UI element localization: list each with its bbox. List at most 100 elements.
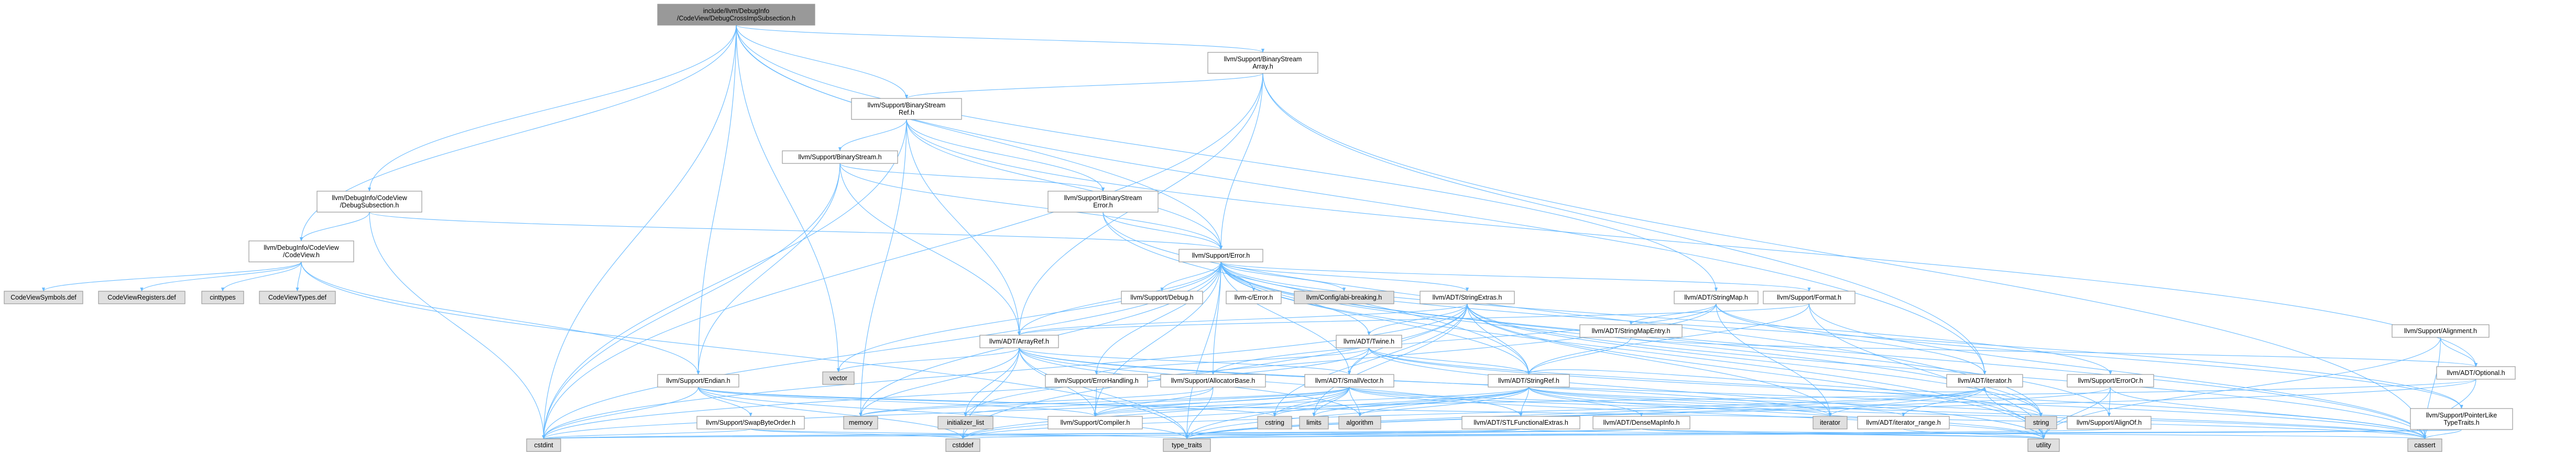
node-cerror[interactable]: llvm-c/Error.h xyxy=(1226,291,1282,304)
node-limits-label-0: limits xyxy=(1306,419,1321,426)
node-cvsym-box xyxy=(4,291,83,304)
node-dss-box xyxy=(316,191,422,213)
node-utility[interactable]: utility xyxy=(2027,438,2060,452)
edge-bsa-to-cstdint xyxy=(542,73,1263,439)
edge-dss-to-cv xyxy=(299,212,370,241)
node-errorcxx[interactable]: llvm/Support/ErrorOr.h xyxy=(2067,374,2154,388)
node-endian[interactable]: llvm/Support/Endian.h xyxy=(657,374,739,388)
node-error[interactable]: llvm/Support/Error.h xyxy=(1178,249,1263,262)
edge-error-to-alignof xyxy=(1220,261,2111,417)
node-typetraits[interactable]: type_traits xyxy=(1163,438,1211,452)
node-debug[interactable]: llvm/Support/Debug.h xyxy=(1121,291,1203,304)
node-strext[interactable]: llvm/ADT/StringExtras.h xyxy=(1420,291,1515,304)
node-stlfunc-box xyxy=(1461,416,1580,429)
node-iteratorstd[interactable]: iterator xyxy=(1813,416,1848,429)
node-alignof[interactable]: llvm/Support/AlignOf.h xyxy=(2067,416,2152,429)
node-string[interactable]: string xyxy=(2025,416,2057,429)
node-smallvec-label-0: llvm/ADT/SmallVector.h xyxy=(1315,377,1384,384)
node-dss[interactable]: llvm/DebugInfo/CodeView/DebugSubsection.… xyxy=(316,191,422,213)
node-bs[interactable]: llvm/Support/BinaryStream.h xyxy=(782,150,898,164)
edge-arrayref-to-memory xyxy=(859,347,1020,417)
node-strmap[interactable]: llvm/ADT/StringMap.h xyxy=(1674,291,1759,304)
node-twine[interactable]: llvm/ADT/Twine.h xyxy=(1336,335,1402,348)
edge-swapbyte-to-cstdint xyxy=(542,428,751,439)
node-errhandling[interactable]: llvm/Support/ErrorHandling.h xyxy=(1045,374,1148,388)
node-optional[interactable]: llvm/ADT/Optional.h xyxy=(2436,366,2516,380)
node-cv[interactable]: llvm/DebugInfo/CodeView/CodeView.h xyxy=(248,240,354,262)
node-cassert[interactable]: cassert xyxy=(2407,438,2442,452)
node-strref-label-0: llvm/ADT/StringRef.h xyxy=(1498,377,1559,384)
node-itrange[interactable]: llvm/ADT/iterator_range.h xyxy=(1857,416,1950,429)
nodes-layer: include/llvm/DebugInfo/CodeView/DebugCro… xyxy=(4,4,2516,452)
edge-bsr-to-arrayref xyxy=(906,119,1021,336)
edge-error-to-errorcxx xyxy=(1220,261,2112,375)
edge-bsr-to-bs xyxy=(838,119,907,151)
edge-strref-to-itrange xyxy=(1528,387,1905,417)
node-itrange-box xyxy=(1857,416,1950,429)
node-abibreak-label-0: llvm/Config/abi-breaking.h xyxy=(1306,294,1382,301)
node-endian-box xyxy=(657,374,739,388)
edge-itrange-to-utility xyxy=(1903,428,2045,439)
node-cinttypes[interactable]: cinttypes xyxy=(201,291,244,304)
node-iterator-label-0: llvm/ADT/iterator.h xyxy=(1958,377,2012,384)
node-strmapentry[interactable]: llvm/ADT/StringMapEntry.h xyxy=(1579,324,1683,338)
edge-twine-to-strref xyxy=(1368,347,1531,375)
edge-root-to-bsr xyxy=(736,25,909,99)
node-bsa-label-0: llvm/Support/BinaryStream xyxy=(1224,56,1302,63)
node-iterator[interactable]: llvm/ADT/iterator.h xyxy=(1946,374,2023,388)
edge-endian-to-cassert xyxy=(697,387,2427,439)
node-abibreak[interactable]: llvm/Config/abi-breaking.h xyxy=(1294,291,1394,304)
node-cvsym[interactable]: CodeViewSymbols.def xyxy=(4,291,83,304)
node-densemapinfo[interactable]: llvm/ADT/DenseMapInfo.h xyxy=(1592,416,1690,429)
edge-strmap-to-ptrlike xyxy=(1716,303,2463,409)
node-swapbyte[interactable]: llvm/Support/SwapByteOrder.h xyxy=(696,416,805,429)
edge-bs-to-error xyxy=(839,163,1223,250)
node-cstdint[interactable]: cstdint xyxy=(526,438,561,452)
node-arrayref[interactable]: llvm/ADT/ArrayRef.h xyxy=(979,335,1059,348)
node-cstddef[interactable]: cstddef xyxy=(945,438,980,452)
edge-ptrlike-to-cassert xyxy=(2423,429,2462,439)
node-stlfunc[interactable]: llvm/ADT/STLFunctionalExtras.h xyxy=(1461,416,1580,429)
edge-arrayref-to-iteratorstd xyxy=(1019,347,1832,417)
edge-smallvec-to-initlist xyxy=(964,387,1350,417)
node-limits[interactable]: limits xyxy=(1299,416,1329,429)
node-cv-label-0: llvm/DebugInfo/CodeView xyxy=(264,244,340,251)
node-cerror-box xyxy=(1226,291,1282,304)
edge-twine-to-utility xyxy=(1368,347,2045,439)
node-cvreg[interactable]: CodeViewRegisters.def xyxy=(98,291,185,304)
edge-root-to-dss xyxy=(367,25,737,192)
edge-error-to-string xyxy=(1220,261,2043,417)
edge-smallvec-to-utility xyxy=(1349,387,2045,439)
node-smallvec[interactable]: llvm/ADT/SmallVector.h xyxy=(1304,374,1394,388)
node-ptrlike-label-1: TypeTraits.h xyxy=(2443,419,2479,426)
node-swapbyte-label-0: llvm/Support/SwapByteOrder.h xyxy=(706,419,795,426)
node-algorithm[interactable]: algorithm xyxy=(1338,416,1381,429)
node-iterator-box xyxy=(1946,374,2023,388)
node-cinttypes-box xyxy=(201,291,244,304)
edge-bsr-to-error xyxy=(906,119,1223,250)
node-strref[interactable]: llvm/ADT/StringRef.h xyxy=(1488,374,1570,388)
node-cvtypes[interactable]: CodeViewTypes.def xyxy=(259,291,336,304)
node-cstring[interactable]: cstring xyxy=(1257,416,1292,429)
node-root-label-0: include/llvm/DebugInfo xyxy=(703,7,770,15)
node-compiler[interactable]: llvm/Support/Compiler.h xyxy=(1047,416,1143,429)
node-memory[interactable]: memory xyxy=(843,416,878,429)
edge-strref-to-densemapinfo xyxy=(1528,387,1643,417)
edge-error-to-strref xyxy=(1220,261,1531,375)
node-align[interactable]: llvm/Support/Alignment.h xyxy=(2392,324,2490,338)
edge-strref-to-cassert xyxy=(1528,387,2427,439)
edge-error-to-cassert xyxy=(1220,261,2427,439)
edge-cv-to-cvsym xyxy=(42,261,302,292)
edge-allocbase-to-typetraits xyxy=(1185,387,1214,439)
node-root[interactable]: include/llvm/DebugInfo/CodeView/DebugCro… xyxy=(657,4,815,26)
node-format[interactable]: llvm/Support/Format.h xyxy=(1763,291,1855,304)
node-vector[interactable]: vector xyxy=(822,371,855,385)
node-dss-label-0: llvm/DebugInfo/CodeView xyxy=(332,194,408,202)
node-initlist[interactable]: initializer_list xyxy=(937,416,994,429)
node-allocbase[interactable]: llvm/Support/AllocatorBase.h xyxy=(1160,374,1266,388)
edge-error-to-debug xyxy=(1160,261,1221,292)
